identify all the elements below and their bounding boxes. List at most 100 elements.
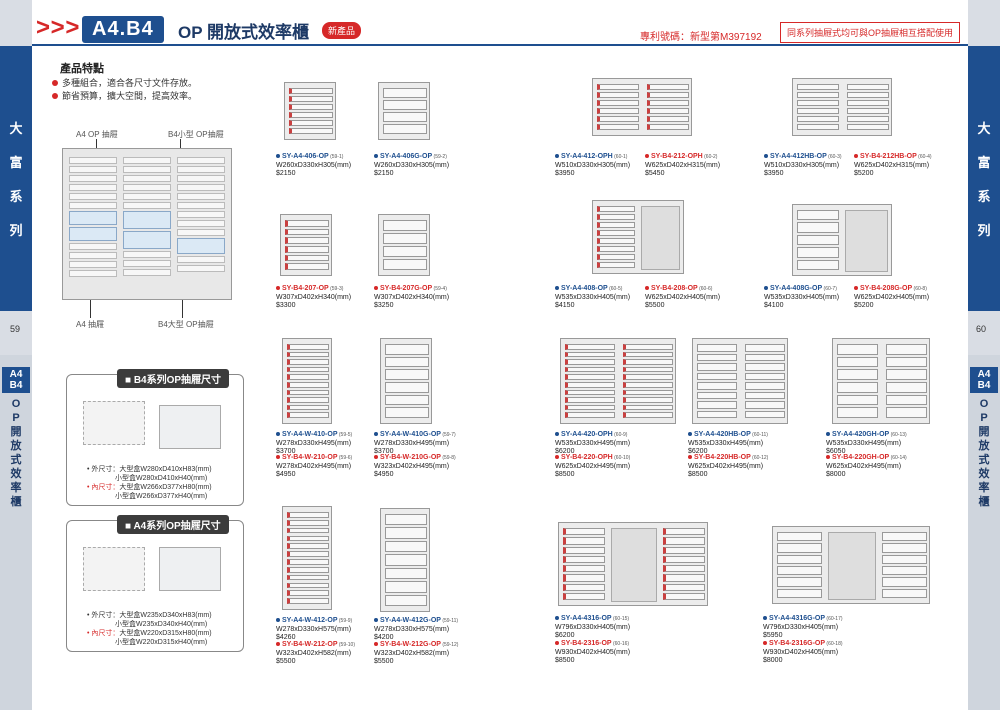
drawer — [563, 583, 605, 591]
product-item: SY-A4-4316G-OP (60-17)W796xD330xH405(mm)… — [763, 615, 843, 641]
right-band-lower: A4 B4 O P 開 放 式 效 率 櫃 — [968, 355, 1000, 710]
drawer — [647, 124, 689, 130]
product-price: $4260 — [276, 634, 296, 641]
product-item: SY-A4-420GH-OP (60-13)W535xD330xH495(mm)… — [826, 431, 907, 457]
product-code: SY-A4-406-OP — [282, 153, 329, 160]
drawer — [745, 363, 785, 371]
drawer — [647, 92, 689, 98]
drawer — [745, 372, 785, 380]
drawer — [287, 559, 329, 565]
feature-text: 節省預算，擴大空間，提高效率。 — [62, 91, 198, 101]
product-dimensions: W278xD330xH495(mm) — [276, 439, 352, 447]
header-divider — [32, 44, 968, 46]
product-price: $6200 — [555, 448, 575, 455]
product-dimensions: W930xD402xH405(mm) — [763, 648, 839, 656]
cabinet-image — [792, 204, 892, 276]
drawer — [777, 543, 822, 553]
drawer — [663, 546, 705, 554]
series-tag-a4: A4 — [9, 369, 23, 380]
drawer — [647, 100, 689, 106]
drawer — [385, 369, 429, 380]
bullet-icon — [276, 455, 280, 460]
product-code: SY-B4-220-OPH — [561, 454, 613, 461]
drawer — [623, 366, 673, 373]
drawer — [647, 116, 689, 122]
product-code: SY-A4-4316-OP — [561, 615, 612, 622]
product-ref: (60-18) — [825, 641, 843, 647]
drawer — [697, 401, 737, 409]
product-ref: (59-5) — [337, 432, 353, 438]
drawer — [289, 112, 333, 118]
patent-number: 專利號碼：新型第M397192 — [640, 32, 762, 43]
product-code: SY-A4-W-410G-OP — [380, 431, 441, 438]
drawer — [777, 554, 822, 564]
product-ref: (60-8) — [912, 286, 927, 292]
drawer — [287, 366, 329, 373]
product-ref: (59-1) — [328, 154, 344, 160]
product-price: $3700 — [374, 448, 394, 455]
drawer — [383, 220, 427, 231]
bullet-icon — [276, 432, 280, 437]
product-price: $4950 — [276, 471, 296, 478]
drawer — [565, 359, 615, 365]
cabinet-image — [592, 200, 684, 274]
drawer — [777, 577, 822, 587]
drawer — [886, 394, 927, 406]
series-char: 櫃 — [10, 496, 22, 508]
bullet-icon — [826, 432, 830, 437]
drawer — [882, 577, 927, 587]
series-char: O — [11, 398, 21, 410]
drawer — [837, 394, 878, 406]
cabinet-image — [282, 506, 332, 610]
product-ref: (60-11) — [750, 432, 768, 438]
new-product-badge: 新產品 — [322, 22, 362, 39]
product-price: $5200 — [854, 170, 874, 177]
series-tag-a4: A4 — [977, 369, 991, 380]
series-char: 放 — [10, 440, 22, 452]
product-ref: (59-12) — [440, 642, 459, 648]
drawer — [287, 374, 329, 380]
drawer — [663, 592, 705, 600]
product-ref: (60-14) — [889, 455, 907, 461]
drawer — [563, 555, 605, 563]
feature-item: 多種組合，適合各尺寸文件存放。 — [52, 76, 197, 89]
bullet-icon — [374, 286, 378, 291]
cabinet-image — [380, 338, 432, 424]
drawer — [623, 389, 673, 396]
drawer — [289, 88, 333, 94]
page-number-right: 60 — [976, 324, 987, 334]
product-code: SY-B4-212-OPH — [651, 153, 703, 160]
drawer — [882, 543, 927, 553]
inner-label: 內尺寸： — [91, 630, 120, 637]
drawer — [287, 543, 329, 550]
drawer — [383, 259, 427, 270]
product-ref: (60-10) — [612, 455, 631, 461]
product-item: SY-A4-406-OP (59-1)W260xD330xH305(mm)$21… — [276, 153, 351, 179]
series-char: 放 — [978, 440, 990, 452]
product-price: $8500 — [555, 471, 575, 478]
drawer — [882, 588, 927, 598]
drawer — [663, 565, 705, 573]
product-code: SY-B4-220HB-OP — [694, 454, 751, 461]
product-price: $4100 — [764, 302, 784, 309]
product-price: $8500 — [688, 471, 708, 478]
inner-label: 內尺寸： — [91, 484, 120, 491]
header-arrows-icon: > > > — [36, 14, 79, 41]
product-code: SY-B4-W-210-OP — [282, 454, 338, 461]
product-price: $3250 — [374, 302, 394, 309]
product-price: $5950 — [763, 632, 783, 639]
bullet-icon — [52, 93, 58, 99]
series-char: 率 — [978, 482, 990, 494]
product-ref: (60-6) — [697, 286, 713, 292]
bullet-icon — [374, 432, 378, 437]
product-dimensions: W625xD402xH315(mm) — [645, 161, 721, 169]
open-compartment — [641, 206, 680, 270]
product-dimensions: W930xD402xH405(mm) — [555, 648, 631, 656]
product-item: SY-A4-W-410-OP (59-5)W278xD330xH495(mm)$… — [276, 431, 352, 457]
drawer — [385, 407, 429, 418]
outer-large: 大型盒W235xD340xH83(mm) — [119, 612, 212, 619]
drawer — [563, 592, 605, 600]
drawer — [697, 363, 737, 371]
drawer — [383, 124, 427, 134]
drawer — [597, 100, 639, 106]
